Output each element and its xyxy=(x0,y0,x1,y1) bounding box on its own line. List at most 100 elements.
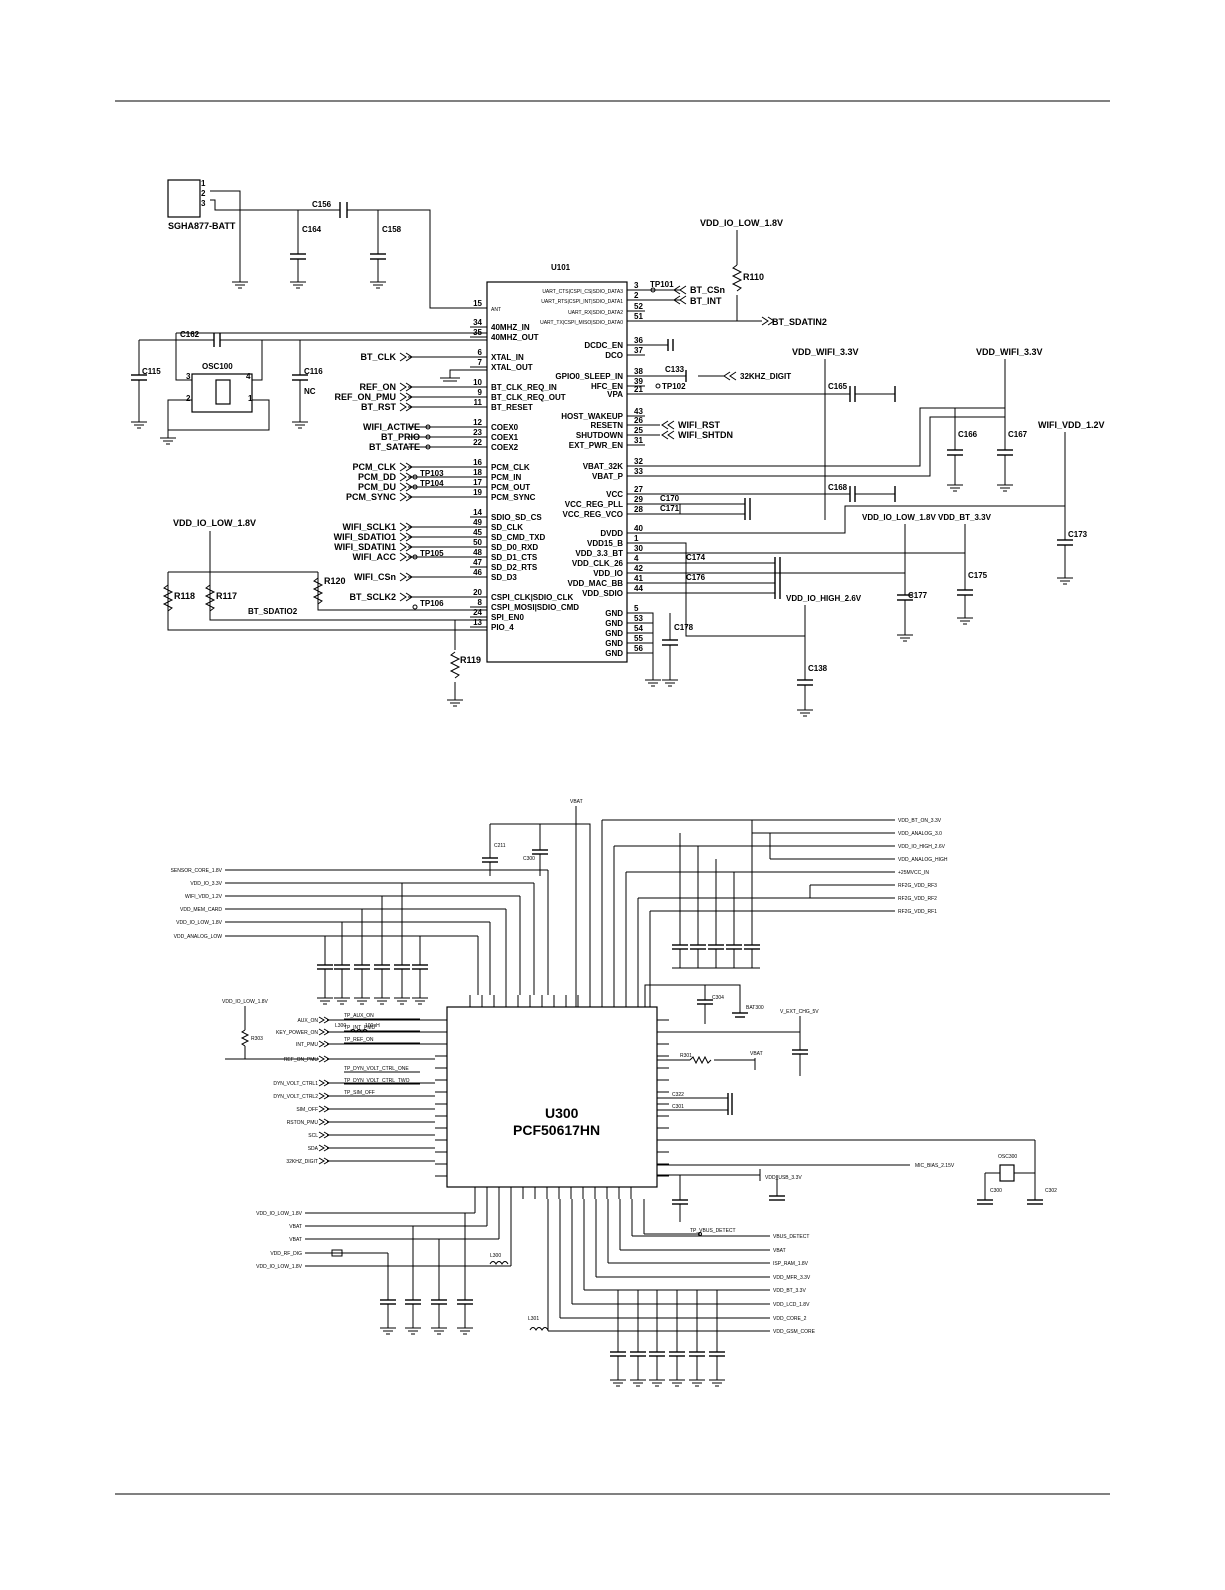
u300-top-left-net: VDD_ANALOG_LOW xyxy=(174,934,223,940)
u300-bottom-right-net: ISP_RAM_1.8V xyxy=(773,1261,809,1267)
u300-left-signal: SIM_OFF xyxy=(296,1107,318,1113)
u101-right-pin-num: 28 xyxy=(634,505,643,514)
bt-sdatin2-label: BT_SDATIN2 xyxy=(772,317,827,327)
u101-left-pin-num: 23 xyxy=(473,428,482,437)
u300-top-left-net: VDD_IO_LOW_1.8V xyxy=(176,920,223,926)
u300-left-signal: SCL xyxy=(308,1133,318,1139)
u101-left-pin-name: CSPI_CLK|SDIO_CLK xyxy=(491,593,573,602)
c171-label: C171 xyxy=(660,504,680,513)
u300-left-signal: KEY_POWER_ON xyxy=(276,1030,318,1036)
u101-right-pin-name: GPIO0_SLEEP_IN xyxy=(555,372,623,381)
u300-top-left-net: VDD_MEM_CARD xyxy=(180,907,222,913)
u101-right-pin-num: 4 xyxy=(634,554,639,563)
u101-right-pin-num: 54 xyxy=(634,624,643,633)
wifi_active-label: WIFI_ACTIVE xyxy=(363,422,420,432)
u300-top-right-net: VDD_ANALOG_3.0 xyxy=(898,831,942,837)
tp101-label: TP101 xyxy=(650,280,674,289)
top-schematic: 1 2 3 SGHA877-BATT C156 C164 C158 U101 1… xyxy=(131,179,1105,717)
u101-right-pin-name: GND xyxy=(605,649,623,658)
l300-value-label: 100nH xyxy=(365,1023,380,1029)
svg-text:4: 4 xyxy=(246,372,251,381)
osc300-crystal xyxy=(999,1164,1015,1182)
u101-left-pin-num: 19 xyxy=(473,488,482,497)
u300-left-signal: DYN_VOLT_CTRL1 xyxy=(273,1081,318,1087)
c300-osc-label: C300 xyxy=(990,1188,1002,1194)
u101-right-pin-name: VBAT_P xyxy=(592,472,624,481)
u101-right-pin-name: GND xyxy=(605,619,623,628)
u101-left-pin-num: 14 xyxy=(473,508,482,517)
mic-bias-label: MIC_BIAS_2.15V xyxy=(915,1163,955,1169)
u101-right-pin-name: HFC_EN xyxy=(591,382,623,391)
u101-left-pin-num: 15 xyxy=(473,299,482,308)
u300-bottom-left-net: VDD_IO_LOW_1.8V xyxy=(256,1211,303,1217)
u101-right-pin-name: UART_TX|CSPI_MISO|SDIO_DATA0 xyxy=(540,320,623,326)
bt_prio-label: BT_PRIO xyxy=(381,432,420,442)
u300-bottom-right-nets: VBUS_DETECTVBATISP_RAM_1.8VVDD_MFR_3.3VV… xyxy=(547,1199,816,1387)
u101-right-pin-num: 39 xyxy=(634,377,643,386)
u101-left-pin-name: PCM_OUT xyxy=(491,483,530,492)
c304-top-label: C304 xyxy=(712,995,724,1001)
u101-right-pin-name: VDD_3.3_BT xyxy=(575,549,623,558)
r119-label: R119 xyxy=(460,655,481,665)
u101-right-pin-name: VDD15_B xyxy=(587,539,623,548)
u101-right-pin-num: 37 xyxy=(634,346,643,355)
u101-right-pin-name: VBAT_32K xyxy=(583,462,624,471)
wifi_sdatio1-label: WIFI_SDATIO1 xyxy=(334,532,396,542)
u101-left-pin-name: SD_CMD_TXD xyxy=(491,533,545,542)
l300-bottom-label: L300 xyxy=(490,1253,501,1259)
u300-left-signal: DYN_VOLT_CTRL2 xyxy=(273,1094,318,1100)
u101-left-pin-name: BT_CLK_REQ_OUT xyxy=(491,393,566,402)
vdd-io-low-top-label: VDD_IO_LOW_1.8V xyxy=(700,218,783,228)
u101-left-pin-num: 22 xyxy=(473,438,482,447)
u101-right-pin-num: 2 xyxy=(634,291,639,300)
u300-bottom-right-net: VBUS_DETECT xyxy=(773,1234,809,1240)
u101-right-pin-num: 21 xyxy=(634,385,643,394)
u101-right-pin-num: 1 xyxy=(634,534,639,543)
u300-bottom-left-net: VBAT xyxy=(289,1237,302,1243)
u101-left-pin-name: SD_CLK xyxy=(491,523,523,532)
u101-left-pin-name: SDIO_SD_CS xyxy=(491,513,542,522)
bt-csn-label: BT_CSn xyxy=(690,285,725,295)
tp102-label: TP102 xyxy=(662,382,686,391)
vdd-bt-33-label: VDD_BT_3.3V xyxy=(938,513,992,522)
u101-left-pin-num: 16 xyxy=(473,458,482,467)
u300-part: PCF50617HN xyxy=(513,1122,600,1138)
u300-left-signal: INT_PMU xyxy=(296,1042,318,1048)
u300-chip xyxy=(446,1006,658,1188)
u300-bottom-right-net: VDD_BT_3.3V xyxy=(773,1288,806,1294)
connector-pin-2: 2 xyxy=(201,189,206,198)
c133-label: C133 xyxy=(665,365,685,374)
u101-right-pin-num: 41 xyxy=(634,574,643,583)
vdd-wifi-33-a-label: VDD_WIFI_3.3V xyxy=(792,347,859,357)
u101-right-pin-num: 33 xyxy=(634,467,643,476)
vdd-io-low-left-label: VDD_IO_LOW_1.8V xyxy=(173,518,256,528)
u101-right-pin-num: 42 xyxy=(634,564,643,573)
u300-top-left-net: VDD_IO_3.3V xyxy=(190,881,222,887)
u101-right-pin-num: 51 xyxy=(634,312,643,321)
u101-left-pin-num: 50 xyxy=(473,538,482,547)
ground-symbols-right xyxy=(645,484,1073,717)
u300-top-right-net: RF2G_VDD_RF1 xyxy=(898,909,937,915)
wifi_sclk1-label: WIFI_SCLK1 xyxy=(342,522,396,532)
tp-vbus-detect-label: TP_VBUS_DETECT xyxy=(690,1228,736,1234)
u101-left-pin-name: CSPI_MOSI|SDIO_CMD xyxy=(491,603,579,612)
wifi_sdatin1-label: WIFI_SDATIN1 xyxy=(334,542,396,552)
u300-top-right-net: RF2G_VDD_RF3 xyxy=(898,883,937,889)
u101-right-pin-num: 31 xyxy=(634,436,643,445)
osc100-label: OSC100 xyxy=(202,362,233,371)
c170-label: C170 xyxy=(660,494,680,503)
bat300-label: BAT300 xyxy=(746,1005,764,1011)
u101-pins: 15ANT3440MHZ_IN3540MHZ_OUT6XTAL_IN7XTAL_… xyxy=(470,281,645,658)
u101-right-pin-name: VPA xyxy=(607,390,623,399)
u300-left-signals: AUX_ONKEY_POWER_ONINT_PMUREF_ON_PMUDYN_V… xyxy=(225,1013,435,1165)
u101-chip xyxy=(486,281,628,663)
r110-label: R110 xyxy=(743,272,764,282)
bt_satate-label: BT_SATATE xyxy=(369,442,420,452)
u101-ref: U101 xyxy=(551,263,571,272)
l300-label: L300 xyxy=(335,1023,346,1029)
c156-label: C156 xyxy=(312,200,332,209)
u101-right-pin-num: 40 xyxy=(634,524,643,533)
ref_on-label: REF_ON xyxy=(359,382,396,392)
wifi_acc-label: WIFI_ACC xyxy=(353,552,397,562)
